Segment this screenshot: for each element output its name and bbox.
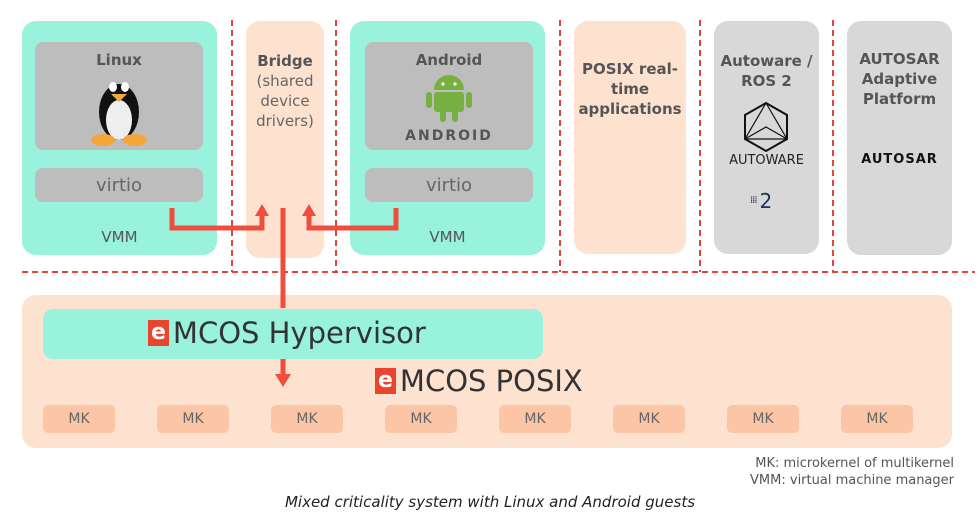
linux-to-bridge-arrow: [169, 208, 265, 231]
hypervisor-label-group: e MCOS Hypervisor: [148, 316, 426, 350]
ros2-logo: ⁞⁞⁞ 2: [750, 189, 772, 213]
android-wordmark: ANDROID: [405, 128, 493, 144]
linux-title: Linux: [96, 51, 142, 69]
autosar-title: AUTOSAR Adaptive Platform: [859, 50, 940, 108]
linux-guest: Linux: [35, 42, 203, 150]
arrowhead-icon: [255, 204, 269, 216]
posix-apps-box: POSIX real-time applications: [574, 21, 686, 254]
hypervisor-box: e MCOS Hypervisor: [43, 309, 543, 359]
autoware-title: Autoware / ROS 2: [720, 52, 813, 90]
android-guest: Android ANDROID: [365, 42, 533, 150]
mk-box: MK: [157, 405, 229, 433]
autoware-box: Autoware / ROS 2 AUTOWARE ⁞⁞⁞ 2: [714, 21, 819, 254]
emcos-logo-icon: e: [148, 320, 169, 346]
autosar-logo: AUTOSAR: [861, 152, 938, 167]
mk-row: MK MK MK MK MK MK MK MK: [43, 405, 913, 433]
arrows: [169, 204, 399, 387]
arrowhead-icon: [275, 374, 291, 387]
note-mk: MK: microkernel of multikernel: [755, 456, 954, 471]
posix-apps-title: POSIX real-time applications: [578, 60, 682, 118]
mk-box: MK: [271, 405, 343, 433]
linux-vmm-label: VMM: [101, 228, 138, 246]
android-vmm-label: VMM: [429, 228, 466, 246]
linux-vm: Linux virtio VMM: [22, 21, 217, 255]
ros-dots-icon: ⁞⁞⁞: [750, 195, 757, 206]
mk-box: MK: [43, 405, 115, 433]
mk-box: MK: [727, 405, 799, 433]
emcos-logo-icon: e: [375, 368, 396, 394]
autosar-box: AUTOSAR Adaptive Platform AUTOSAR: [847, 21, 952, 255]
android-title: Android: [415, 51, 483, 69]
android-to-bridge-arrow: [306, 208, 399, 231]
android-virtio: virtio: [365, 168, 533, 202]
arrowhead-icon: [302, 204, 316, 216]
caption: Mixed criticality system with Linux and …: [284, 493, 696, 511]
bridge-subtitle: (shared device drivers): [256, 72, 314, 130]
android-vm: Android ANDROID virtio VMM: [350, 21, 545, 255]
posix-os-label-group: e MCOS POSIX: [375, 364, 583, 398]
autoware-logo-text: AUTOWARE: [729, 153, 804, 168]
mk-box: MK: [613, 405, 685, 433]
android-icon: [426, 75, 472, 122]
note-vmm: VMM: virtual machine manager: [750, 473, 954, 488]
ros2-text: 2: [759, 189, 773, 213]
mk-box: MK: [841, 405, 913, 433]
bridge-title: Bridge: [257, 52, 313, 70]
tux-icon: [91, 82, 147, 146]
mk-box: MK: [385, 405, 457, 433]
linux-virtio: virtio: [35, 168, 203, 202]
mk-box: MK: [499, 405, 571, 433]
posix-os-label: MCOS POSIX: [399, 364, 583, 398]
autoware-logo-icon: [743, 101, 788, 153]
hypervisor-label: MCOS Hypervisor: [172, 316, 426, 350]
